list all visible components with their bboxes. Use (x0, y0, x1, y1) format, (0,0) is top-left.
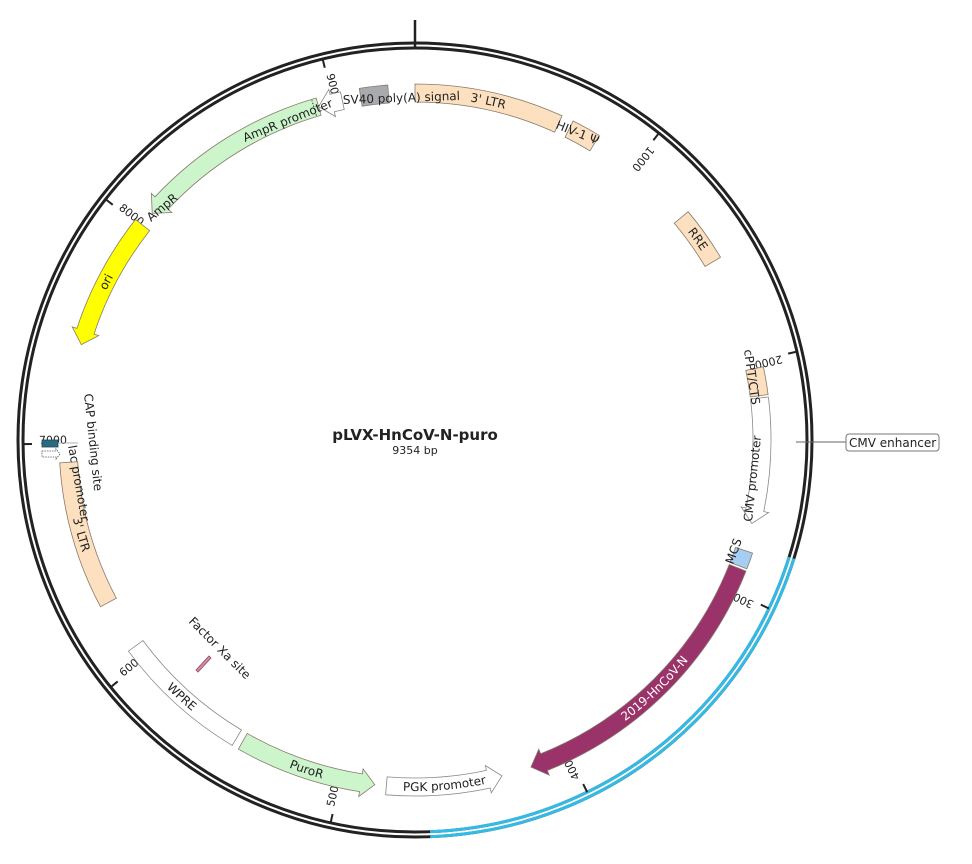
feature-2019-hncov-n[interactable]: 2019-HnCoV-N (530, 563, 747, 776)
feature-shape-rre (673, 211, 722, 268)
factor-xa-site-marker[interactable] (195, 655, 212, 673)
label-cppt-cts[interactable]: cPPT/CTS (741, 348, 763, 405)
feature-cmv-promoter[interactable] (740, 396, 772, 524)
tick-2000 (787, 350, 798, 355)
tick-9000 (321, 58, 326, 69)
plasmid-length: 9354 bp (392, 444, 437, 457)
callout-label: CMV enhancer (849, 436, 936, 450)
feature-hiv-1[interactable] (564, 120, 600, 152)
feature-3-ltr[interactable]: 3' LTR (59, 461, 117, 608)
feature-label-ori: ori (96, 272, 116, 292)
tick-5000 (329, 813, 334, 824)
feature-shape-2019-hncov-n (530, 563, 747, 776)
tick-8000 (105, 198, 114, 206)
lac-promoter-marker[interactable] (41, 447, 61, 461)
feature-cppt-cts[interactable] (745, 366, 769, 398)
feature-shape-sv40-poly-a-signal (358, 84, 390, 107)
feature-sv40-poly-a-signal[interactable] (358, 84, 390, 107)
label-ampr-promoter[interactable]: AmpR promoter (241, 96, 335, 145)
cap-binding-site-marker[interactable] (41, 439, 59, 448)
feature-puror[interactable]: PuroR (237, 732, 376, 798)
tick-3000 (760, 603, 770, 610)
feature-shape-pgk-promoter (385, 764, 503, 797)
feature-shape-ampr-promoter (318, 88, 345, 118)
feature-mcs[interactable] (729, 546, 754, 570)
highlight-arc-1 (430, 558, 796, 839)
feature-ampr-promoter[interactable] (318, 88, 345, 118)
tick-6000 (110, 680, 119, 688)
bp-ticks: 100020003000400050006000700080009000 (23, 20, 798, 824)
feature-label-2019-hncov-n: 2019-HnCoV-N (618, 653, 690, 723)
feature-pgk-promoter[interactable]: PGK promoter (385, 764, 503, 797)
feature-shape-hiv-1 (564, 120, 600, 152)
ampr-dotted-marker (311, 100, 317, 116)
feature-shape-3-ltr (59, 461, 117, 608)
highlight-arc-0 (429, 556, 791, 834)
feature-shape-mcs (729, 546, 754, 570)
feature-labels: HIV-1 Ψ cPPT/CTS CMV promoter MCS AmpR A… (65, 89, 764, 682)
highlighted-region (429, 556, 796, 839)
tick-1000 (652, 132, 660, 141)
feature-3-ltr[interactable]: 3' LTR (414, 83, 563, 133)
feature-shape-3-ltr (414, 83, 563, 133)
feature-shape-cmv-promoter (740, 396, 772, 524)
feature-shape-ori (71, 218, 151, 346)
tick-4000 (582, 783, 589, 793)
feature-shape-cppt-cts (745, 366, 769, 398)
label-sv40-polya[interactable]: SV40 poly(A) signal (343, 89, 461, 107)
feature-ori[interactable]: ori (71, 218, 151, 346)
cmv-enhancer-callout[interactable]: CMV enhancer (796, 433, 940, 452)
tick-label-1000: 1000 (629, 144, 657, 174)
label-factor-xa-site[interactable]: Factor Xa site (186, 614, 254, 682)
feature-ampr[interactable] (150, 97, 322, 214)
callout-box (845, 433, 940, 452)
feature-shape-ampr (150, 97, 322, 214)
plasmid-title: pLVX-HnCoV-N-puro (332, 426, 498, 444)
feature-shape-puror (237, 732, 376, 798)
tick-label-2000: 2000 (753, 352, 783, 371)
feature-rre[interactable]: RRE (673, 211, 722, 268)
feature-shape-wpre (127, 639, 242, 747)
small-features (41, 439, 212, 673)
